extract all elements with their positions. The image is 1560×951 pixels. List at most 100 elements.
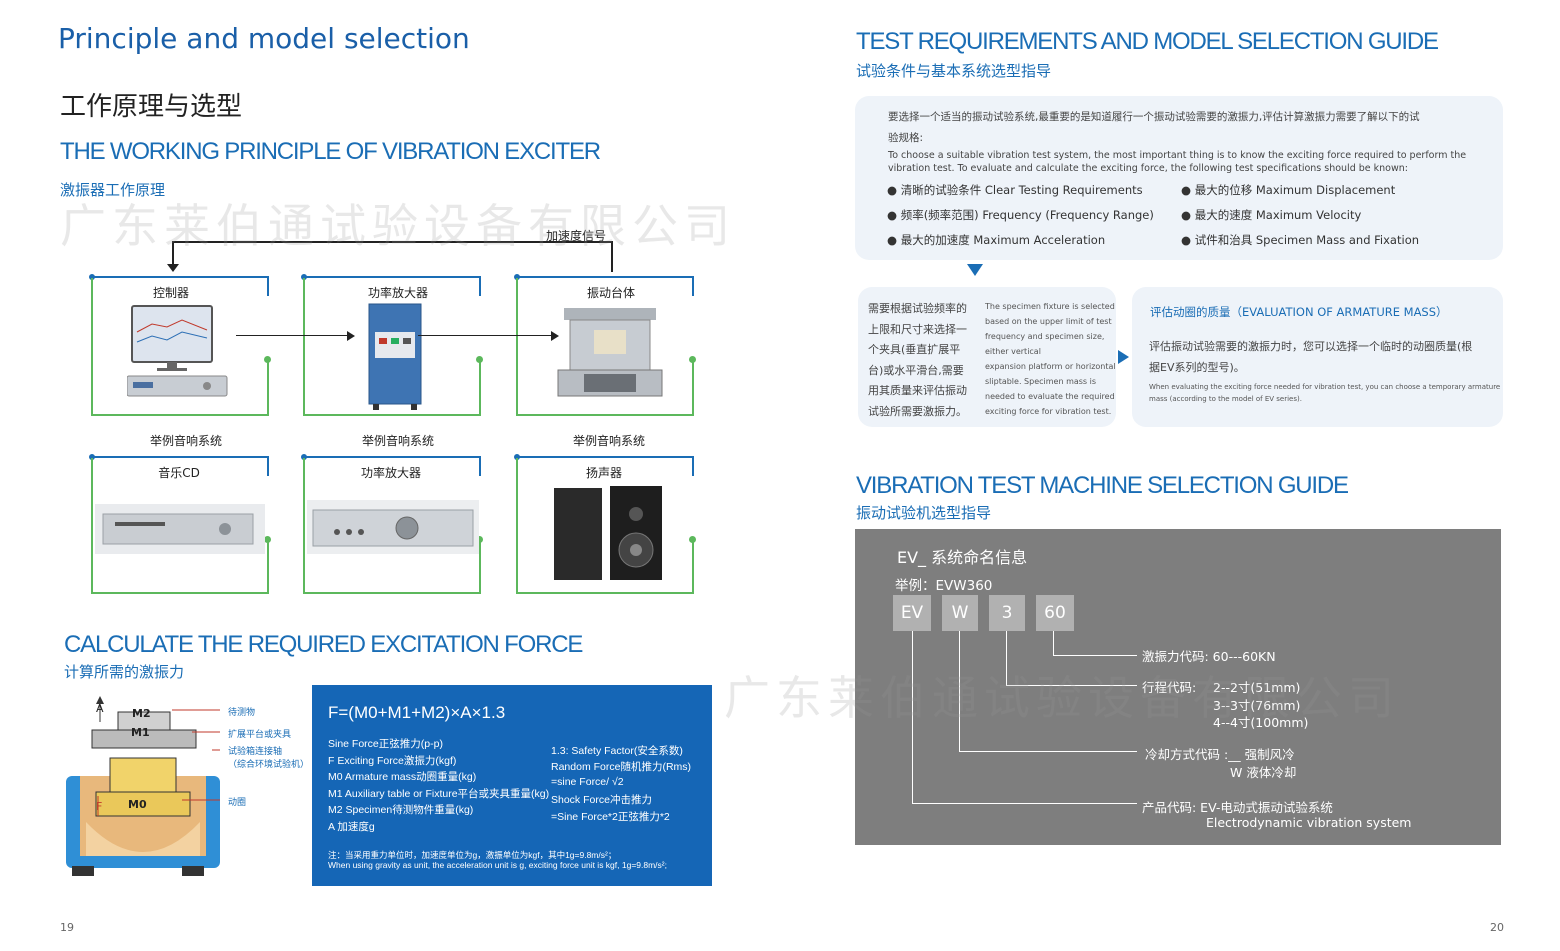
example-label: 举例音响系统 [572, 434, 645, 448]
box-label: 振动台体 [586, 286, 635, 300]
connector-line [1006, 685, 1137, 686]
calc-heading: CALCULATE THE REQUIRED EXCITATION FORCE [64, 631, 583, 658]
test-requirements-subheading: 试验条件与基本系统选型指导 [856, 62, 1052, 80]
feedback-line [172, 241, 613, 243]
specimen-zh-line: 上限和尺寸来选择一 [868, 322, 967, 336]
naming-title: EV_ 系统命名信息 [897, 548, 1028, 567]
specimen-en-line: The specimen fixture is selected [985, 302, 1115, 311]
accel-signal-label: 加速度信号 [546, 229, 607, 243]
formula-line: F Exciting Force激振力(kgf) [328, 755, 457, 767]
specimen-en-line: frequency and specimen size, [985, 332, 1105, 341]
selection-guide-subheading: 振动试验机选型指导 [856, 504, 992, 522]
req-item: ● 最大的加速度 Maximum Acceleration [887, 233, 1106, 247]
req-intro-en-2: vibration test. To evaluate and calculat… [888, 163, 1408, 174]
speaker-image [554, 486, 662, 580]
shaker-box: 振动台体 [514, 274, 696, 416]
cd-player-box: 音乐CD [89, 454, 271, 596]
code-box-60: 60 [1036, 595, 1074, 631]
req-intro-en: To choose a suitable vibration test syst… [888, 150, 1467, 161]
cooling-code: 冷却方式代码 :__ 强制风冷 [1145, 747, 1295, 762]
req-item: ● 最大的速度 Maximum Velocity [1181, 208, 1362, 222]
cd-player-image [95, 504, 265, 554]
shaker-image [557, 308, 663, 397]
cooling-w: W 液体冷却 [1230, 765, 1297, 780]
formula-note-zh: 注：当采用重力单位时，加速度单位为g，激振单位为kgf，其中1g=9.8m/s²… [328, 850, 617, 860]
watermark: 广东莱伯通试验设备有限公司 [60, 199, 736, 253]
amplifier-example-box: 功率放大器 [301, 454, 483, 596]
specimen-en-line: sliptable. Specimen mass is [985, 377, 1097, 386]
test-requirements-heading: TEST REQUIREMENTS AND MODEL SELECTION GU… [856, 28, 1439, 55]
specimen-en-line: based on the upper limit of test [985, 317, 1112, 326]
formula-line: M2 Specimen待测物件重量(kg) [328, 804, 474, 816]
arrow-right-icon [347, 331, 355, 341]
page-title-zh: 工作原理与选型 [60, 92, 243, 122]
formula-line: Sine Force正弦推力(p-p) [328, 738, 443, 750]
connector-line [912, 803, 1137, 804]
specimen-zh-line: 用其质量来评估振动 [868, 384, 967, 398]
signal-arrow [236, 335, 349, 336]
stroke-value: 3--3寸(76mm) [1213, 698, 1301, 713]
code-box-ev: EV [893, 595, 931, 631]
example-label: 举例音响系统 [149, 434, 222, 448]
requirements-panel: 要选择一个适当的振动试验系统,最重要的是知道履行一个振动试验需要的激振力,评估计… [855, 96, 1503, 260]
armature-panel: 评估动圈的质量（EVALUATION OF ARMATURE MASS） 评估振… [1132, 287, 1503, 427]
a-label: A [96, 702, 104, 715]
stroke-label: 行程代码: [1142, 680, 1197, 695]
box-label: 音乐CD [158, 466, 200, 480]
connector-line [1053, 631, 1054, 656]
selection-guide-heading: VIBRATION TEST MACHINE SELECTION GUIDE [856, 472, 1349, 499]
controller-image [127, 305, 228, 397]
product-code-en: Electrodynamic vibration system [1206, 815, 1412, 830]
connector-line [912, 631, 913, 804]
product-code: 产品代码: EV-电动式振动试验系统 [1142, 800, 1333, 815]
connector-line [1006, 631, 1007, 686]
shaft-label: 试验箱连接轴 [228, 747, 283, 757]
amplifier-cabinet-image [368, 303, 422, 410]
working-principle-heading: THE WORKING PRINCIPLE OF VIBRATION EXCIT… [60, 138, 601, 165]
triangle-right-icon [1118, 350, 1129, 364]
watermark: 广东莱伯通试验设备有限公司 [724, 671, 1400, 725]
armature-label: 动圈 [228, 798, 247, 808]
box-label: 功率放大器 [367, 286, 428, 300]
shaft-label-2: （综合环境试验机） [228, 760, 310, 770]
req-intro-zh: 要选择一个适当的振动试验系统,最重要的是知道履行一个振动试验需要的激振力,评估计… [888, 111, 1420, 123]
formula-line: M1 Auxiliary table or Fixture平台或夹具重量(kg) [328, 788, 550, 800]
armature-zh-2: 据EV系列的型号)。 [1149, 361, 1245, 374]
formula-panel: F=(M0+M1+M2)×A×1.3 Sine Force正弦推力(p-p) F… [312, 685, 712, 886]
specimen-label: 待测物 [228, 708, 256, 718]
formula-title: F=(M0+M1+M2)×A×1.3 [328, 703, 506, 722]
controller-box: 控制器 [89, 274, 271, 416]
code-box-3: 3 [989, 595, 1025, 631]
specimen-en-line: exciting force for vibration test. [985, 407, 1112, 416]
box-label: 扬声器 [585, 466, 622, 480]
m2-label: M2 [132, 707, 151, 720]
specimen-zh-line: 台)或水平滑台,需要 [868, 363, 964, 377]
page-number-left: 19 [60, 921, 74, 934]
table-label: 扩展平台或夹具 [228, 730, 292, 740]
formula-line: A 加速度g [328, 821, 375, 833]
formula-line: =Sine Force*2正弦推力*2 [551, 811, 670, 823]
calc-subheading: 计算所需的激振力 [64, 663, 185, 681]
box-label: 控制器 [152, 286, 189, 300]
triangle-down-icon [967, 264, 983, 276]
formula-line: 1.3: Safety Factor(安全系数) [551, 745, 683, 757]
hifi-amplifier-image [307, 500, 479, 554]
req-item: ● 最大的位移 Maximum Displacement [1181, 183, 1396, 197]
signal-arrow [418, 335, 553, 336]
m1-label: M1 [131, 726, 150, 739]
shaker-cross-section-diagram [66, 696, 220, 876]
formula-note-en: When using gravity as unit, the accelera… [328, 860, 667, 870]
code-box-w: W [942, 595, 978, 631]
specimen-en-line: either vertical [985, 347, 1041, 356]
formula-line: Random Force随机推力(Rms) [551, 761, 692, 773]
specimen-en-line: expansion platform or horizontal [985, 362, 1116, 371]
specimen-zh-line: 个夹具(垂直扩展平 [868, 343, 961, 357]
force-code: 激振力代码: 60---60KN [1142, 649, 1276, 664]
speaker-box: 扬声器 [514, 454, 696, 596]
box-label: 功率放大器 [360, 466, 421, 480]
specimen-zh-line: 试验所需要激振力。 [868, 404, 967, 418]
specimen-panel: 需要根据试验频率的 上限和尺寸来选择一 个夹具(垂直扩展平 台)或水平滑台,需要… [858, 287, 1116, 427]
section-title: Principle and model selection [58, 22, 470, 55]
page-number-right: 20 [1490, 921, 1504, 934]
arrow-down-icon [167, 264, 179, 272]
